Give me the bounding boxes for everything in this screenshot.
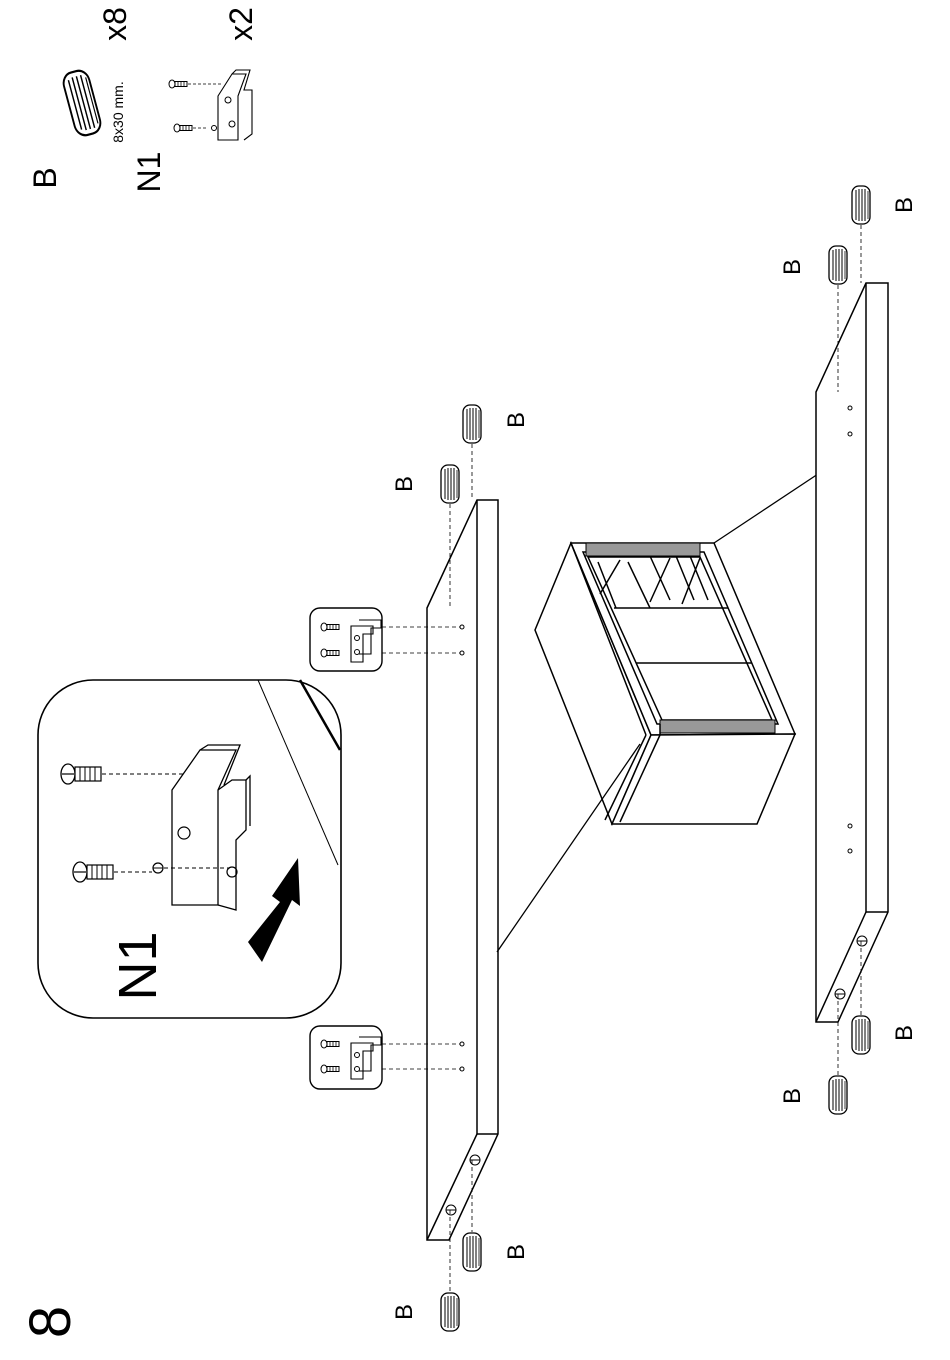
dowel-icon <box>829 1076 847 1114</box>
parts-legend: B 8x30 mm. x8 N1 x2 <box>27 7 259 192</box>
dowel-letter: B <box>27 167 63 188</box>
dowel-icon <box>852 1016 870 1054</box>
detail-label: N1 <box>108 931 168 1000</box>
part-label-b: B <box>503 1244 530 1260</box>
dowel-icon <box>61 68 103 137</box>
dowel-quantity: x8 <box>97 7 133 41</box>
step-number: 8 <box>18 1306 83 1338</box>
bracket-icon <box>169 70 252 140</box>
dowel-size: 8x30 mm. <box>110 81 126 142</box>
part-label-b: B <box>503 412 530 428</box>
bracket-letter: N1 <box>131 152 167 193</box>
detail-callout: N1 <box>38 680 341 1018</box>
left-panel <box>427 500 498 1240</box>
cabinet-unit <box>535 543 795 824</box>
dowel-icon <box>441 465 459 503</box>
bracket-quantity: x2 <box>223 7 259 41</box>
dowel-icon <box>829 246 847 284</box>
dowel-icon <box>852 186 870 224</box>
part-label-b: B <box>779 1088 806 1104</box>
part-label-b: B <box>779 259 806 275</box>
part-label-b: B <box>891 197 918 213</box>
dowel-icon <box>463 405 481 443</box>
part-label-b: B <box>391 476 418 492</box>
right-panel <box>816 283 888 1022</box>
part-label-b: B <box>391 1304 418 1320</box>
dowel-icon <box>463 1233 481 1271</box>
dowel-icon <box>441 1293 459 1331</box>
part-label-b: B <box>891 1025 918 1041</box>
